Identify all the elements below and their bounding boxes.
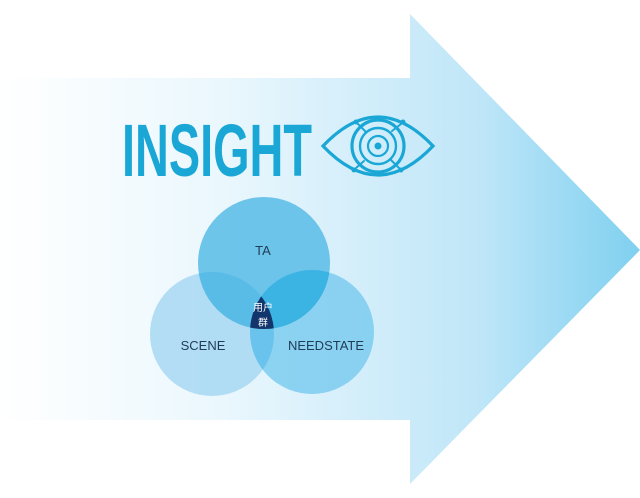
venn-label-needstate: NEEDSTATE — [288, 338, 364, 353]
overlap-ta-scene — [198, 272, 274, 329]
venn-label-scene: SCENE — [181, 338, 226, 353]
venn-diagram: TA SCENE NEEDSTATE 用户 群 — [150, 197, 374, 396]
venn-center-label-line1: 用户 — [253, 301, 273, 314]
page-title: INSIGHT — [122, 109, 312, 192]
venn-center-label-line2: 群 — [258, 316, 268, 329]
venn-label-ta: TA — [255, 243, 271, 258]
overlap-ta-needstate — [250, 270, 330, 329]
eye-icon — [320, 115, 436, 177]
